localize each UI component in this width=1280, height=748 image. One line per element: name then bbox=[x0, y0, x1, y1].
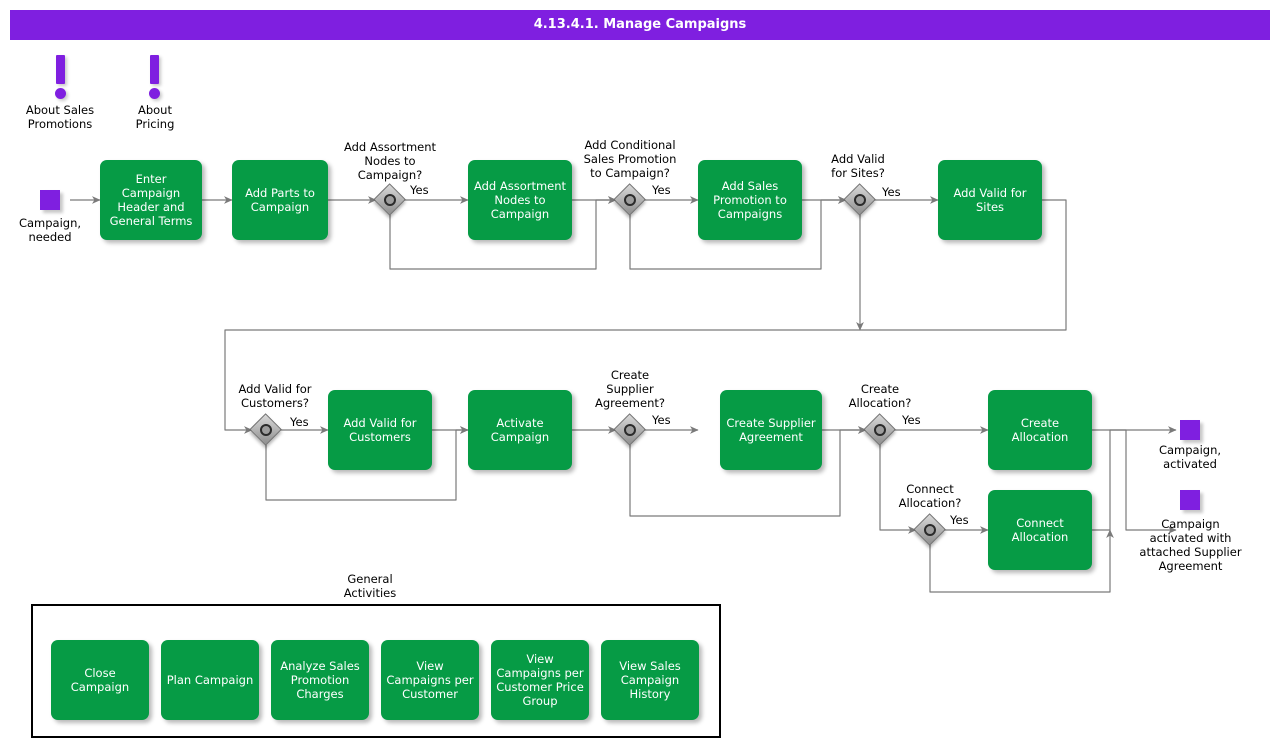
gateway-question-add-conditional-sales-promotion: Add Conditional Sales Promotion to Campa… bbox=[583, 138, 677, 180]
activity-add-valid-for-customers[interactable]: Add Valid for Customers bbox=[328, 390, 432, 470]
activity-close-campaign[interactable]: Close Campaign bbox=[51, 640, 149, 720]
activity-label: Plan Campaign bbox=[166, 673, 254, 687]
gateway-create-allocation[interactable] bbox=[863, 413, 897, 447]
activity-create-allocation[interactable]: Create Allocation bbox=[988, 390, 1092, 470]
gateway-add-valid-for-customers[interactable] bbox=[249, 413, 283, 447]
gateway-yes-label: Yes bbox=[950, 513, 969, 527]
page-title: 4.13.4.1. Manage Campaigns bbox=[533, 17, 747, 32]
activity-add-valid-for-sites[interactable]: Add Valid for Sites bbox=[938, 160, 1042, 240]
activity-label: View Campaigns per Customer Price Group bbox=[496, 652, 584, 708]
gateway-connect-allocation[interactable] bbox=[913, 513, 947, 547]
gateway-ring-icon bbox=[924, 524, 936, 536]
activity-label: Create Allocation bbox=[1011, 416, 1069, 444]
activity-add-parts-to-campaign[interactable]: Add Parts to Campaign bbox=[232, 160, 328, 240]
gateway-create-supplier-agreement[interactable] bbox=[613, 413, 647, 447]
gateway-add-conditional-sales-promotion-to-campaign[interactable] bbox=[613, 183, 647, 217]
activity-label: View Sales Campaign History bbox=[619, 659, 681, 701]
gateway-yes-label: Yes bbox=[290, 415, 309, 429]
general-activities-group bbox=[31, 604, 721, 738]
activity-add-sales-promotion-to-campaigns[interactable]: Add Sales Promotion to Campaigns bbox=[698, 160, 802, 240]
activity-label: Add Valid for Customers bbox=[343, 416, 417, 444]
start-event-campaign-needed[interactable] bbox=[40, 190, 60, 210]
activity-enter-campaign-header-and-general-terms[interactable]: Enter Campaign Header and General Terms bbox=[100, 160, 202, 240]
activity-view-campaigns-per-customer[interactable]: View Campaigns per Customer bbox=[381, 640, 479, 720]
gateway-ring-icon bbox=[854, 194, 866, 206]
title-bar: 4.13.4.1. Manage Campaigns bbox=[10, 10, 1270, 40]
gateway-question-create-allocation: Create Allocation? bbox=[848, 382, 912, 410]
activity-view-sales-campaign-history[interactable]: View Sales Campaign History bbox=[601, 640, 699, 720]
activity-label: Connect Allocation bbox=[1011, 516, 1069, 544]
gateway-yes-label: Yes bbox=[652, 413, 671, 427]
about-sales-promotions-label: About Sales Promotions bbox=[25, 103, 95, 131]
gateway-ring-icon bbox=[624, 424, 636, 436]
activity-analyze-sales-promotion-charges[interactable]: Analyze Sales Promotion Charges bbox=[271, 640, 369, 720]
activity-label: Close Campaign bbox=[70, 666, 130, 694]
end-event-campaign-activated[interactable] bbox=[1180, 420, 1200, 440]
general-activities-title: General Activities bbox=[343, 572, 397, 600]
gateway-ring-icon bbox=[384, 194, 396, 206]
about-sales-promotions-icon bbox=[50, 55, 72, 101]
activity-label: Analyze Sales Promotion Charges bbox=[280, 659, 360, 701]
activity-label: Create Supplier Agreement bbox=[726, 416, 816, 444]
gateway-ring-icon bbox=[624, 194, 636, 206]
gateway-ring-icon bbox=[260, 424, 272, 436]
gateway-ring-icon bbox=[874, 424, 886, 436]
exclamation-dot-icon bbox=[149, 88, 160, 99]
gateway-question-add-valid-for-sites: Add Valid for Sites? bbox=[831, 152, 885, 180]
gateway-yes-label: Yes bbox=[652, 183, 671, 197]
end-event-campaign-activated-label: Campaign, activated bbox=[1158, 443, 1222, 471]
activity-label: Add Valid for Sites bbox=[953, 186, 1027, 214]
activity-create-supplier-agreement[interactable]: Create Supplier Agreement bbox=[720, 390, 822, 470]
gateway-question-add-valid-for-customers: Add Valid for Customers? bbox=[238, 382, 312, 410]
gateway-yes-label: Yes bbox=[882, 185, 901, 199]
gateway-yes-label: Yes bbox=[902, 413, 921, 427]
gateway-add-valid-for-sites[interactable] bbox=[843, 183, 877, 217]
activity-label: Activate Campaign bbox=[490, 416, 550, 444]
activity-add-assortment-nodes-to-campaign[interactable]: Add Assortment Nodes to Campaign bbox=[468, 160, 572, 240]
gateway-question-add-assortment-nodes: Add Assortment Nodes to Campaign? bbox=[343, 140, 437, 182]
activity-label: View Campaigns per Customer bbox=[386, 659, 474, 701]
start-event-label: Campaign, needed bbox=[18, 216, 82, 244]
gateway-add-assortment-nodes-to-campaign[interactable] bbox=[373, 183, 407, 217]
end-event-campaign-activated-supplier-agreement-label: Campaign activated with attached Supplie… bbox=[1139, 517, 1242, 573]
exclamation-bar-icon bbox=[150, 55, 159, 84]
activity-label: Add Assortment Nodes to Campaign bbox=[473, 179, 567, 221]
activity-connect-allocation[interactable]: Connect Allocation bbox=[988, 490, 1092, 570]
activity-view-campaigns-per-customer-price-group[interactable]: View Campaigns per Customer Price Group bbox=[491, 640, 589, 720]
activity-label: Add Parts to Campaign bbox=[245, 186, 315, 214]
about-pricing-icon bbox=[144, 55, 166, 101]
activity-plan-campaign[interactable]: Plan Campaign bbox=[161, 640, 259, 720]
gateway-yes-label: Yes bbox=[410, 183, 429, 197]
activity-activate-campaign[interactable]: Activate Campaign bbox=[468, 390, 572, 470]
gateway-question-create-supplier-agreement: Create Supplier Agreement? bbox=[595, 368, 665, 410]
activity-label: Add Sales Promotion to Campaigns bbox=[713, 179, 787, 221]
end-event-campaign-activated-with-supplier-agreement[interactable] bbox=[1180, 490, 1200, 510]
exclamation-bar-icon bbox=[56, 55, 65, 84]
activity-label: Enter Campaign Header and General Terms bbox=[109, 172, 193, 228]
gateway-question-connect-allocation: Connect Allocation? bbox=[898, 482, 962, 510]
exclamation-dot-icon bbox=[55, 88, 66, 99]
about-pricing-label: About Pricing bbox=[135, 103, 175, 131]
